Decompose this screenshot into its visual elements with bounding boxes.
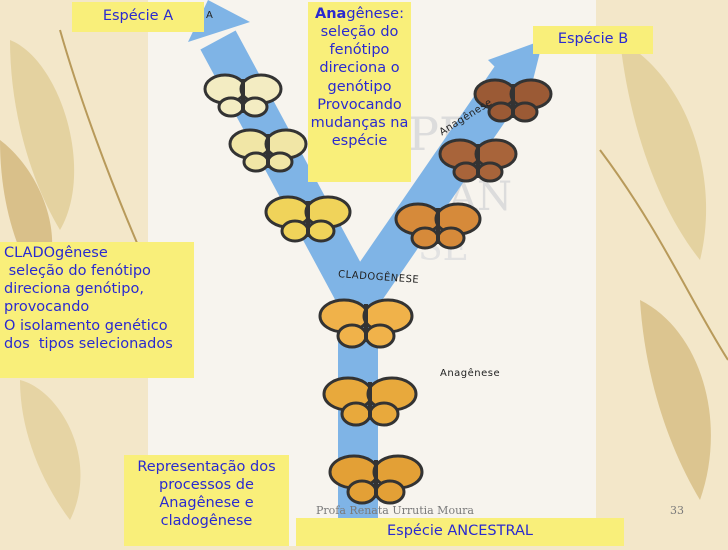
butterfly-ancestral-2 — [322, 376, 418, 427]
butterfly-ancestral-1 — [318, 298, 414, 349]
evolution-diagram: PE RAN SE — [188, 0, 553, 540]
diagram-label-arrow-tag: A — [206, 10, 214, 21]
label-especie-ancestral: Espécie ANCESTRAL — [296, 518, 624, 546]
cladogenese-line-3: direciona genótipo, — [4, 281, 144, 298]
label-especie-a: Espécie A — [72, 2, 204, 32]
cladogenese-line-5: O isolamento genético — [4, 317, 168, 334]
butterfly-ancestral-3 — [328, 454, 424, 505]
cladogenese-line-2: seleção do fenótipo — [4, 263, 151, 280]
butterfly-species-a-2 — [228, 128, 308, 173]
butterfly-species-b-1 — [473, 78, 553, 123]
cladogenese-line-6: dos tipos selecionados — [4, 335, 173, 352]
cladogenese-line-4: provocando — [4, 299, 90, 316]
butterfly-species-a-1 — [203, 73, 283, 118]
footer-author: Profa Renata Urrutia Moura — [316, 504, 474, 517]
butterfly-species-a-3 — [264, 195, 352, 243]
label-cladogenese-description: CLADOgênese seleção do fenótipo direcion… — [0, 242, 194, 378]
label-representacao: Representação dos processos de Anagênese… — [124, 455, 289, 546]
butterfly-species-b-2 — [438, 138, 518, 183]
diagram-label-anagenese-bottom: Anagênese — [440, 368, 501, 379]
anagenese-prefix: Ana — [315, 6, 347, 22]
cladogenese-line-1: CLADOgênese — [4, 245, 108, 261]
anagenese-rest: gênese: seleção do fenótipo direciona o … — [310, 6, 409, 149]
label-anagenese-description: Anagênese: seleção do fenótipo direciona… — [308, 2, 411, 182]
footer-page-number: 33 — [670, 504, 684, 517]
label-especie-b: Espécie B — [533, 26, 653, 54]
arrow-branch-b — [341, 63, 530, 312]
butterfly-species-b-3 — [394, 202, 482, 250]
